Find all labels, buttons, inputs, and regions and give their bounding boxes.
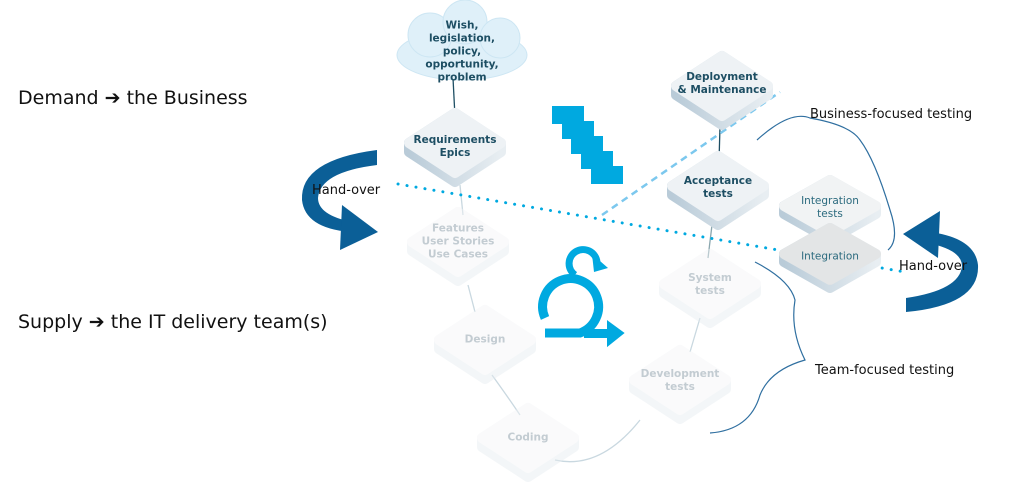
- handover-right-arrow-icon: [903, 211, 979, 312]
- node-deployment: Deployment & Maintenance: [667, 71, 777, 97]
- business-focused-testing-label: Business-focused testing: [810, 107, 973, 122]
- node-deployment-line1: Deployment: [686, 71, 758, 83]
- node-integration-shape: [779, 223, 881, 293]
- node-system-tests-line1: System: [688, 272, 732, 284]
- node-coding-shape: [477, 403, 579, 482]
- node-cloud-label: Wish, legislation, policy, opportunity, …: [425, 19, 499, 84]
- node-deployment-line2: & Maintenance: [677, 84, 767, 96]
- handover-right-label: Hand-over: [899, 259, 968, 274]
- node-system-tests-line2: tests: [695, 285, 725, 297]
- node-acceptance-tests: Acceptance tests: [663, 175, 773, 201]
- node-integration-tests: Integration tests: [775, 195, 885, 221]
- node-features-line3: Use Cases: [428, 248, 488, 261]
- node-coding: Coding: [507, 431, 549, 444]
- node-integration: Integration: [801, 250, 859, 263]
- node-requirements-shape: [404, 108, 506, 187]
- node-integration-tests-shape: [779, 175, 881, 245]
- node-acceptance-tests-line1: Acceptance: [683, 175, 753, 187]
- node-requirements-line2: Epics: [439, 147, 471, 159]
- node-requirements: Requirements Epics: [400, 134, 510, 160]
- team-focused-testing-label: Team-focused testing: [815, 363, 955, 378]
- team-brace: [709, 261, 806, 434]
- node-integration-tests-line1: Integration: [801, 195, 859, 207]
- node-development-tests-line2: tests: [665, 381, 695, 393]
- node-acceptance-tests-line2: tests: [703, 188, 733, 200]
- backlog-stack-icon: [552, 106, 623, 184]
- business-brace: [756, 115, 896, 251]
- handover-left-label: Hand-over: [312, 183, 381, 198]
- node-deployment-shape: [671, 51, 773, 130]
- node-development-tests-line1: Development: [640, 368, 720, 380]
- node-system-tests-shape: [659, 249, 761, 328]
- node-development-tests-shape: [629, 345, 731, 424]
- node-features-shape: [407, 207, 509, 286]
- node-acceptance-shape: [667, 151, 769, 230]
- node-integration-tests-line2: tests: [817, 208, 843, 220]
- node-features-line1: Features: [432, 222, 484, 235]
- connector-lines: [452, 77, 721, 463]
- node-development-tests: Development tests: [625, 368, 735, 394]
- handover-left-arrow-icon: [301, 150, 378, 250]
- node-design: Design: [464, 333, 506, 346]
- node-features: Features User Stories Use Cases: [403, 223, 513, 262]
- dashed-deployment-line: [601, 90, 781, 217]
- cloud-shape: [396, 0, 528, 81]
- demand-label: Demand ➔ the Business: [18, 87, 248, 109]
- node-features-line2: User Stories: [421, 235, 495, 248]
- node-system-tests: System tests: [655, 272, 765, 298]
- scrum-loop-icon: [538, 246, 625, 348]
- node-design-shape: [434, 305, 536, 384]
- node-requirements-line1: Requirements: [413, 134, 497, 146]
- supply-label: Supply ➔ the IT delivery team(s): [18, 311, 328, 333]
